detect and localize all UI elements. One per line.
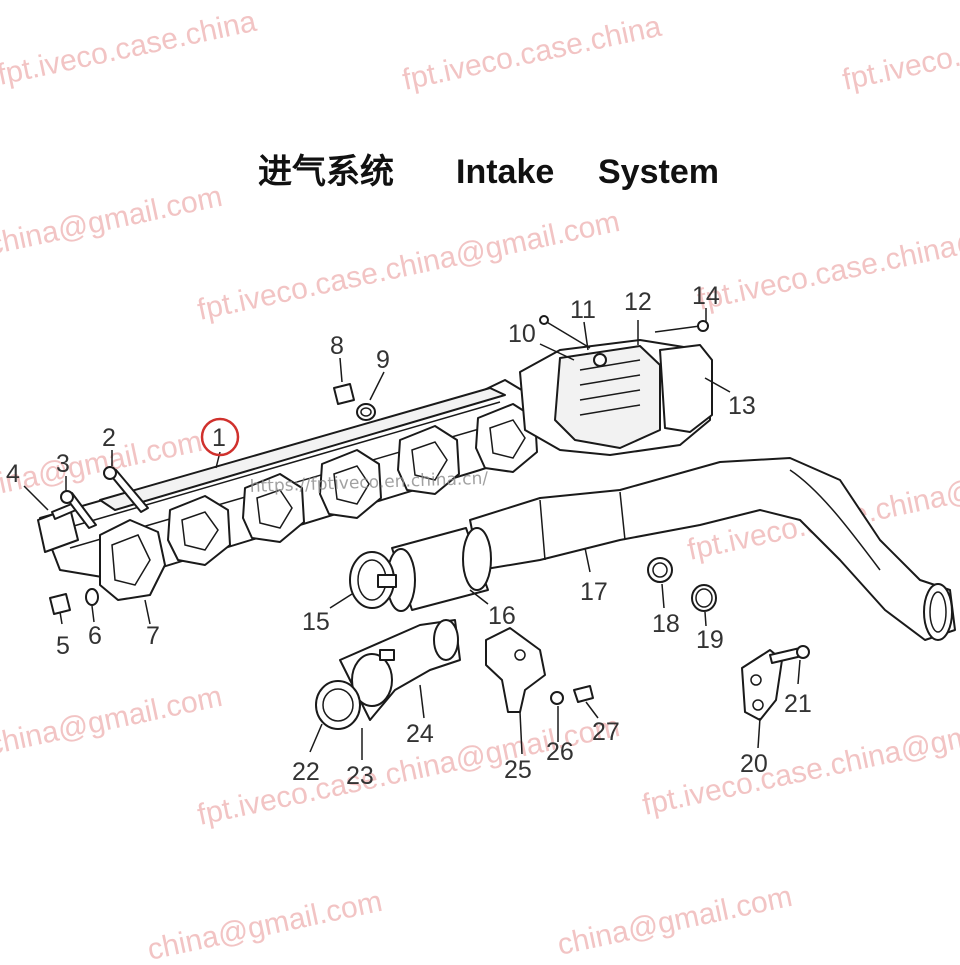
seal-19 xyxy=(691,584,717,612)
watermark-text: fpt.iveco.case.china@gmail.com xyxy=(640,700,960,822)
throttle-assembly xyxy=(519,315,713,456)
part-label-20[interactable]: 20 xyxy=(740,750,768,778)
manifold-ports xyxy=(99,403,538,601)
bolt-3 xyxy=(60,490,97,529)
title-chinese: 进气系统 xyxy=(258,152,394,192)
highlight-circle xyxy=(200,417,240,457)
part-label-4[interactable]: 4 xyxy=(6,460,20,488)
watermark-text: china@gmail.com xyxy=(555,880,796,960)
plug-18 xyxy=(647,557,673,583)
part-label-6[interactable]: 6 xyxy=(88,622,102,650)
plug-8 xyxy=(333,383,355,405)
watermark-text: fpt.iveco. xyxy=(840,40,960,97)
clamp-15 xyxy=(349,551,397,609)
part-label-15[interactable]: 15 xyxy=(302,608,330,636)
intake-manifold xyxy=(37,379,538,601)
bolt-21 xyxy=(769,645,810,664)
title-english-system: System xyxy=(598,153,719,191)
watermark-text: china@gmail.com xyxy=(0,680,225,762)
part-label-19[interactable]: 19 xyxy=(696,626,724,654)
diagram-title: 进气系统 Intake System xyxy=(258,152,719,192)
part-label-1[interactable]: 1 xyxy=(212,424,226,452)
clamp-23 xyxy=(351,649,395,707)
part-label-11[interactable]: 11 xyxy=(570,296,596,324)
seal-6 xyxy=(85,588,99,606)
part-label-2[interactable]: 2 xyxy=(102,424,116,452)
part-label-7[interactable]: 7 xyxy=(146,622,160,650)
part-label-21[interactable]: 21 xyxy=(784,690,812,718)
watermark-text: fpt.iveco.case.china xyxy=(400,10,665,97)
part-label-25[interactable]: 25 xyxy=(504,756,532,784)
title-english-intake: Intake xyxy=(456,153,554,191)
part-label-23[interactable]: 23 xyxy=(346,762,374,790)
part-label-26[interactable]: 26 xyxy=(546,738,574,766)
watermark-text: fpt.iveco.case.china@gmail.com xyxy=(695,195,960,317)
leader-lines xyxy=(23,308,801,760)
part-label-8[interactable]: 8 xyxy=(330,332,344,360)
part-label-3[interactable]: 3 xyxy=(56,450,70,478)
bracket-25 xyxy=(485,627,546,713)
watermark-text: china@gmail.com xyxy=(0,180,225,262)
washer-26 xyxy=(550,691,564,705)
watermark-text: fpt.iveco.case.china@gmail.com xyxy=(195,205,623,327)
part-label-13[interactable]: 13 xyxy=(728,392,756,420)
bolt-2 xyxy=(103,466,149,513)
part-label-24[interactable]: 24 xyxy=(406,720,434,748)
bolt-27 xyxy=(573,685,594,703)
part-label-12[interactable]: 12 xyxy=(624,288,652,316)
part-label-5[interactable]: 5 xyxy=(56,632,70,660)
part-label-10[interactable]: 10 xyxy=(508,320,536,348)
watermark-text: china@gmail.com xyxy=(145,885,386,960)
plug-5 xyxy=(49,593,71,615)
seal-9 xyxy=(356,403,376,421)
bracket-20 xyxy=(741,649,783,721)
part-label-22[interactable]: 22 xyxy=(292,758,320,786)
part-label-17[interactable]: 17 xyxy=(580,578,608,606)
part-label-18[interactable]: 18 xyxy=(652,610,680,638)
watermark-text: fpt.iveco.case.china xyxy=(0,5,259,92)
part-label-14[interactable]: 14 xyxy=(692,282,720,310)
crossover-pipe xyxy=(469,457,956,641)
part-number-labels: 1 2 3 4 5 6 7 8 9 10 11 12 13 14 15 16 1… xyxy=(6,282,812,790)
part-label-16[interactable]: 16 xyxy=(488,602,516,630)
part-label-27[interactable]: 27 xyxy=(592,718,620,746)
clamp-22 xyxy=(315,680,361,730)
hose-16 xyxy=(386,527,492,612)
part-label-9[interactable]: 9 xyxy=(376,346,390,374)
